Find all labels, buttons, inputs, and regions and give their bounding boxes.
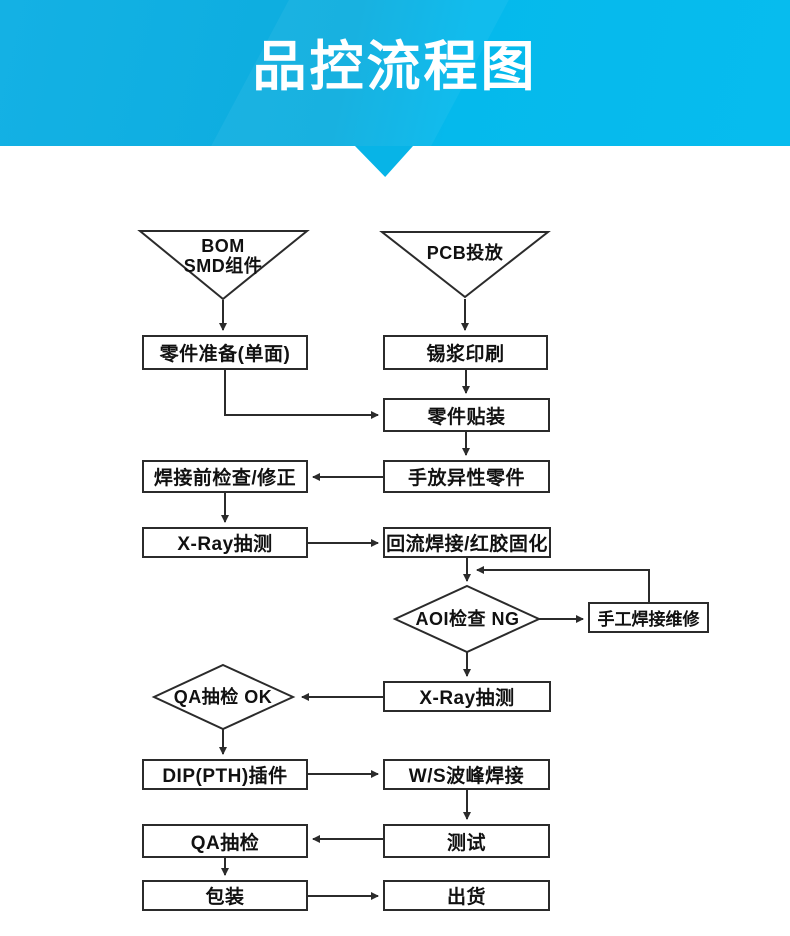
connector-group (219, 299, 650, 900)
input-bom-label: BOM SMD组件 (150, 235, 296, 277)
input-bom-label-line1: BOM (201, 236, 245, 256)
node-part-placement: 零件贴装 (383, 398, 550, 432)
node-wave-solder: W/S波峰焊接 (383, 759, 550, 790)
node-manual-odd-parts: 手放异性零件 (383, 460, 550, 493)
node-qa-check: QA抽检 (142, 824, 308, 858)
input-triangle-pcb (379, 231, 551, 299)
decision-qa-sample-label: QA抽检 OK (173, 687, 273, 707)
shape-group (137, 230, 551, 731)
input-bom-label-line2: SMD组件 (183, 256, 263, 276)
node-xray-sample-2: X-Ray抽测 (383, 681, 551, 712)
node-xray-sample-1: X-Ray抽测 (142, 527, 308, 558)
header-banner: 品控流程图 (0, 0, 790, 146)
node-packing: 包装 (142, 880, 308, 911)
node-dip-insert: DIP(PTH)插件 (142, 759, 308, 790)
node-solder-paste-print: 锡浆印刷 (383, 335, 548, 370)
input-triangle-bom (137, 230, 310, 301)
input-pcb-label: PCB投放 (426, 243, 504, 263)
node-reflow-cure: 回流焊接/红胶固化 (383, 527, 551, 558)
node-shipping: 出货 (383, 880, 550, 911)
node-test: 测试 (383, 824, 550, 858)
connector-rework-feedback (476, 566, 650, 602)
decision-diamond-qa-sample (151, 663, 296, 731)
decision-aoi-label: AOI检查 NG (415, 609, 520, 629)
node-manual-rework: 手工焊接维修 (588, 602, 709, 633)
connector-prep-to-placement (224, 370, 379, 419)
page-title: 品控流程图 (252, 37, 538, 97)
node-part-prep: 零件准备(单面) (142, 335, 308, 370)
decision-diamond-aoi (392, 584, 542, 654)
node-pre-solder-check: 焊接前检查/修正 (142, 460, 308, 493)
